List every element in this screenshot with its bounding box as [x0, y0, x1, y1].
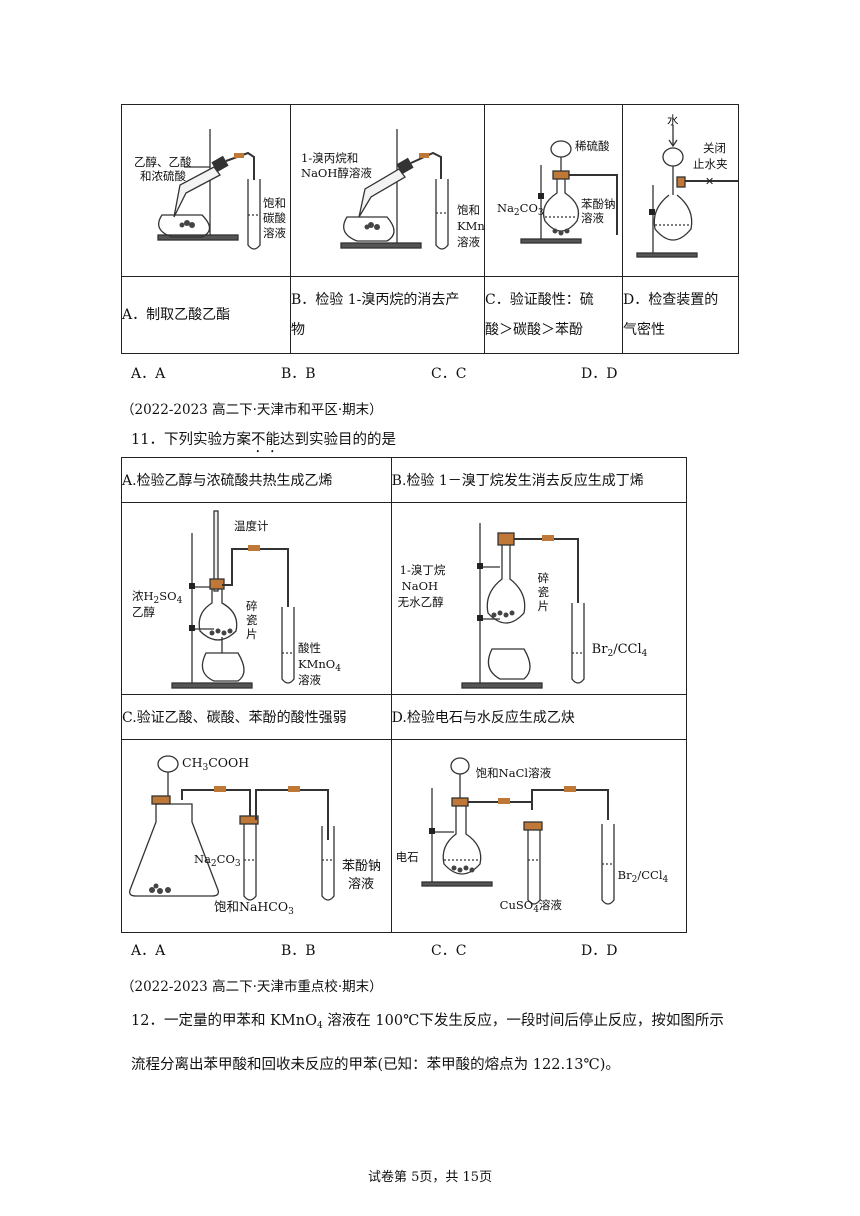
- q10-caption-a: A．制取乙酸乙酯: [121, 276, 291, 354]
- q10-figure-b: 1-溴丙烷和 NaOH醇溶液 饱和 KMn 溶液: [291, 105, 484, 276]
- label-thermometer: 温度计: [234, 519, 269, 533]
- label-kmno4: KMn: [457, 219, 484, 233]
- label-sat-nacl: 饱和NaCl溶液: [475, 766, 552, 780]
- q10-apparatus-d-drawing: ✕: [636, 125, 738, 258]
- q10-figure-a: 乙醇、乙酸 和浓硫酸 饱和 碳酸 溶液: [122, 105, 290, 276]
- label-solution-b: 溶液: [457, 235, 480, 249]
- q11-figure-b: 1-溴丁烷 NaOH 无水乙醇 碎 瓷 片 Br2/CCl4: [392, 503, 679, 694]
- q10-figure-c: 稀硫酸 Na2CO3 苯酚钠 溶液: [485, 105, 622, 276]
- page-footer: 试卷第 5页，共 15页: [368, 1170, 493, 1185]
- q11-cell-c-figure: CH3COOH Na2CO3 饱和NaHCO3 苯酚钠 溶液: [121, 739, 392, 933]
- q11-option-a[interactable]: A．A: [131, 943, 166, 959]
- q11-option-c[interactable]: C．C: [431, 943, 467, 959]
- label-naoh: NaOH: [401, 579, 439, 593]
- label-solution: 溶液: [298, 673, 321, 687]
- q10-cell-d-figure: ✕ 水 关闭 止水夹: [622, 104, 739, 277]
- q11-cell-d-figure: 饱和NaCl溶液 电石 CuSO4溶液 Br2/CCl4: [390, 739, 688, 933]
- label-clamp: 止水夹: [693, 157, 728, 171]
- label-dilute-h2so4: 稀硫酸: [575, 139, 610, 153]
- q11-stem: 11．下列实验方案不能达到实验目的的是: [131, 432, 396, 448]
- q10-option-c[interactable]: C．C: [431, 366, 467, 382]
- label-water: 水: [667, 113, 679, 127]
- label-chip-b-3: 片: [537, 599, 550, 613]
- label-cuso4: CuSO4溶液: [499, 898, 562, 915]
- q10-cell-a-figure: 乙醇、乙酸 和浓硫酸 饱和 碳酸 溶液: [121, 104, 291, 277]
- label-acidic: 酸性: [298, 641, 321, 655]
- q11-figure-c: CH3COOH Na2CO3 饱和NaHCO3 苯酚钠 溶液: [122, 740, 384, 932]
- q11-apparatus-d-drawing: [421, 757, 615, 905]
- q12-line-2: 流程分离出苯甲酸和回收未反应的甲苯(已知：苯甲酸的熔点为 122.13℃)。: [131, 1057, 620, 1073]
- label-na2co3: Na2CO3: [497, 201, 544, 218]
- svg-text:✕: ✕: [705, 175, 714, 188]
- label-phenolate-solution: 溶液: [348, 877, 375, 892]
- label-acetic-acid: CH3COOH: [182, 755, 250, 773]
- label-chip-b-2: 瓷: [537, 585, 550, 599]
- label-bromobutane: 1-溴丁烷: [399, 563, 446, 577]
- q10-apparatus-c-drawing: [520, 140, 618, 244]
- q10-apparatus-b-drawing: [340, 129, 449, 250]
- q11-header-b: B.检验 1－溴丁烷发生消去反应生成丁烯: [390, 457, 688, 503]
- q10-caption-b: B．检验 1-溴丙烷的消去产物: [290, 276, 485, 354]
- label-chip-3: 片: [246, 627, 258, 641]
- q11-table: A.检验乙醇与浓硫酸共热生成乙烯 B.检验 1－溴丁烷发生消去反应生成丁烯: [121, 457, 688, 933]
- q10-table: 乙醇、乙酸 和浓硫酸 饱和 碳酸 溶液: [121, 104, 739, 354]
- q11-apparatus-b-drawing: [461, 523, 585, 689]
- q11-figure-a: 温度计 浓H2SO4 乙醇 碎 瓷 片 酸性 KMnO4 溶液: [122, 503, 384, 694]
- label-close: 关闭: [703, 141, 726, 155]
- q11-option-d[interactable]: D．D: [581, 943, 618, 959]
- q10-option-d[interactable]: D．D: [581, 366, 618, 382]
- q10-cell-b-figure: 1-溴丙烷和 NaOH醇溶液 饱和 KMn 溶液: [290, 104, 485, 277]
- label-carbonate: 碳酸: [263, 211, 286, 225]
- label-calcium-carbide: 电石: [395, 850, 419, 864]
- label-kmno4: KMnO4: [298, 657, 341, 674]
- q12-source: （2022-2023 高二下·天津市重点校·期末）: [121, 979, 383, 995]
- label-chip-1: 碎: [246, 599, 258, 613]
- label-solution: 溶液: [263, 226, 286, 240]
- label-phenolate: 苯酚钠: [342, 859, 382, 874]
- label-phenolate-solution: 溶液: [581, 211, 604, 225]
- q10-figure-d: ✕ 水 关闭 止水夹: [623, 105, 738, 276]
- label-saturated-b: 饱和: [457, 203, 480, 217]
- label-sat-nahco3: 饱和NaHCO3: [214, 899, 294, 917]
- label-anhydrous-ethanol: 无水乙醇: [397, 595, 444, 609]
- q10-caption-d: D．检查装置的气密性: [622, 276, 739, 354]
- label-br2-ccl4-d: Br2/CCl4: [617, 868, 669, 885]
- q11-option-b[interactable]: B．B: [281, 943, 316, 959]
- label-ethanol-acid: 乙醇、乙酸: [134, 155, 192, 169]
- label-chip-2: 瓷: [246, 613, 258, 627]
- q11-header-c: C.验证乙酸、碳酸、苯酚的酸性强弱: [121, 694, 392, 740]
- label-conc-h2so4: 浓H2SO4: [132, 589, 183, 606]
- label-conc-h2so4: 和浓硫酸: [140, 169, 186, 183]
- q11-header-a: A.检验乙醇与浓硫酸共热生成乙烯: [121, 457, 392, 503]
- label-br2-ccl4: Br2/CCl4: [591, 642, 648, 659]
- label-na2co3: Na2CO3: [194, 852, 241, 869]
- q11-source: （2022-2023 高二下·天津市和平区·期末）: [121, 402, 383, 418]
- label-chip-b-1: 碎: [537, 571, 550, 585]
- q11-cell-b-figure: 1-溴丁烷 NaOH 无水乙醇 碎 瓷 片 Br2/CCl4: [390, 502, 688, 695]
- label-saturated: 饱和: [263, 196, 286, 210]
- q12-line-1: 12．一定量的甲苯和 KMnO4 溶液在 100℃下发生反应，一段时间后停止反应…: [131, 1013, 724, 1031]
- q10-caption-c: C．验证酸性：硫酸＞碳酸＞苯酚: [484, 276, 623, 354]
- q11-figure-d: 饱和NaCl溶液 电石 CuSO4溶液 Br2/CCl4: [392, 740, 679, 932]
- label-phenolate: 苯酚钠: [581, 197, 616, 211]
- q11-apparatus-c-drawing: [128, 755, 335, 901]
- q10-apparatus-a-drawing: [157, 129, 261, 250]
- label-ethanol: 乙醇: [132, 605, 155, 619]
- label-bromopropane: 1-溴丙烷和: [301, 151, 359, 165]
- q11-header-d: D.检验电石与水反应生成乙炔: [390, 694, 688, 740]
- q11-cell-a-figure: 温度计 浓H2SO4 乙醇 碎 瓷 片 酸性 KMnO4 溶液: [121, 502, 392, 695]
- q10-option-b[interactable]: B．B: [281, 366, 316, 382]
- q10-cell-c-figure: 稀硫酸 Na2CO3 苯酚钠 溶液: [484, 104, 623, 277]
- q11-apparatus-a-drawing: [171, 510, 295, 689]
- q11-emphasis: 不能: [250, 432, 280, 448]
- q10-option-a[interactable]: A．A: [131, 366, 166, 382]
- label-naoh-alcohol: NaOH醇溶液: [301, 166, 372, 180]
